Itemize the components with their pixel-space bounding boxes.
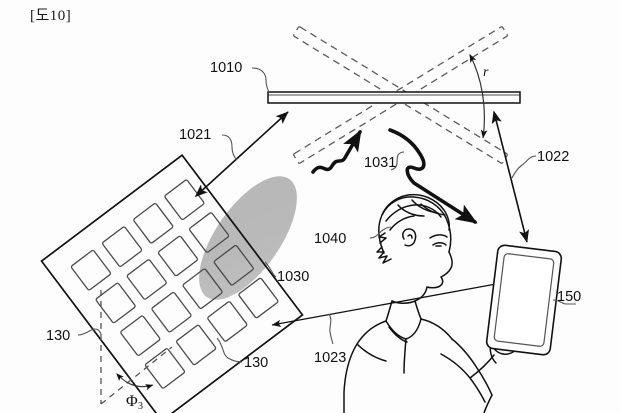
label-1022: 1022 [537,149,569,165]
label-1031: 1031 [364,155,396,171]
wavy-signal-arrow-right [388,128,478,224]
label-130-left: 130 [46,328,70,344]
figure-label: [도10] [30,8,72,24]
wavy-signal-arrow-left [311,129,362,174]
label-1023: 1023 [314,350,346,366]
leader-150 [552,299,576,305]
panel-leader-left [77,328,102,336]
display-panel [40,153,304,413]
label-1021: 1021 [179,127,211,143]
mirror-leader [251,67,270,93]
label-150: 150 [557,289,581,305]
leader-1031 [390,151,405,171]
label-130-right: 130 [244,355,268,371]
leader-1021 [221,134,238,161]
label-1010: 1010 [210,60,242,76]
rotation-arc [469,53,488,139]
label-1030: 1030 [277,269,309,285]
optical-path-1021 [194,111,289,198]
label-rotation-r: r [483,65,489,80]
tablet-device [485,244,563,356]
leader-1040 [369,226,392,239]
tilt-angle-arc [116,373,154,391]
label-phi-subscript: 3 [138,401,143,412]
label-1040: 1040 [314,231,346,247]
label-phi: Φ [126,393,138,410]
panel-leader-right [216,337,243,363]
beam-leader [264,261,277,278]
optical-path-1023 [271,283,497,327]
label-tilt-angle: Φ 3 [126,393,143,412]
optical-path-1022 [491,110,530,243]
leader-1023 [328,313,334,345]
beam-ellipse [199,176,297,300]
panel-cell-grid [70,179,279,389]
leader-1022 [511,155,537,179]
user-figure [343,193,524,413]
